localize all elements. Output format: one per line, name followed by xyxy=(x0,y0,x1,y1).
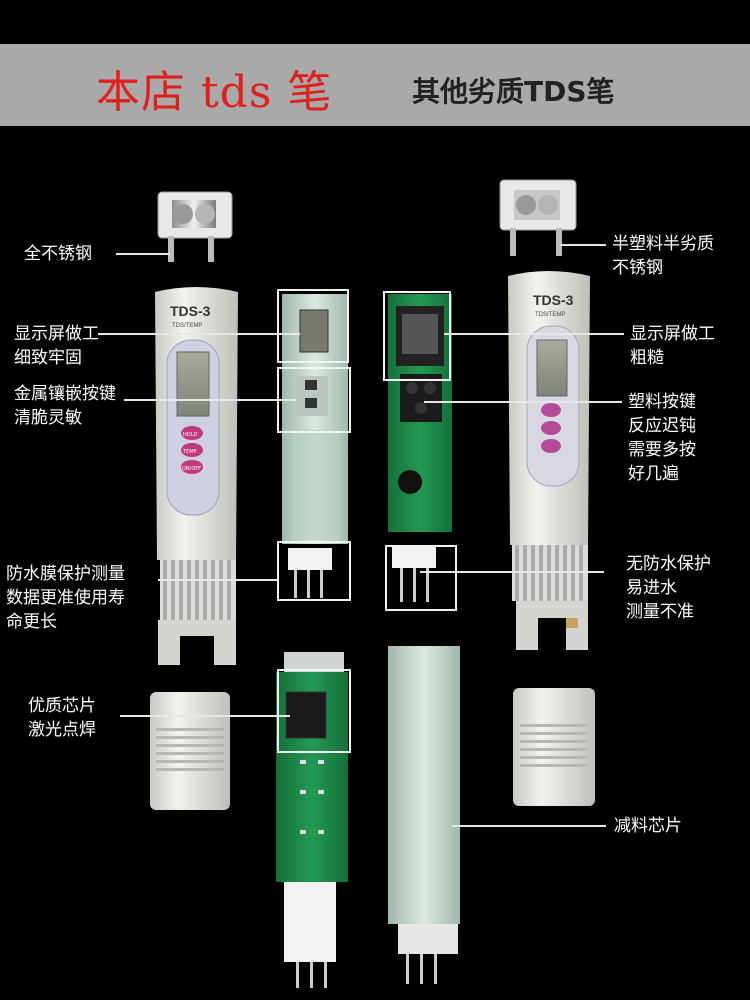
left-metal-clip xyxy=(157,191,233,262)
label-no-waterproof: 无防水保护 易进水 测量不准 xyxy=(626,554,711,622)
inferior-product-title: 其他劣质TDS笔 xyxy=(412,75,615,108)
left-pen-body: TDS-3 TDS/TEMP HOLD TEMP ON/OFF xyxy=(155,287,238,665)
svg-text:HOLD: HOLD xyxy=(183,432,197,438)
svg-text:ON/OFF: ON/OFF xyxy=(182,466,201,472)
right-reduced-chip-board xyxy=(388,646,460,984)
right-green-board xyxy=(388,294,452,602)
right-pen-body: TDS-3 TDS/TEMP xyxy=(508,271,590,650)
left-clear-board xyxy=(282,294,348,598)
left-protective-cap xyxy=(150,692,230,810)
right-lcd-screen xyxy=(536,339,568,397)
label-half-plastic: 半塑料半劣质 不锈钢 xyxy=(612,234,714,278)
label-quality-chip: 优质芯片 激光点焊 xyxy=(28,696,96,740)
leader-lines xyxy=(98,244,624,827)
label-waterproof-membrane: 防水膜保护测量 数据更准使用寿 命更长 xyxy=(6,564,125,632)
right-pen-sub: TDS/TEMP xyxy=(535,312,565,318)
svg-text:TEMP: TEMP xyxy=(182,449,197,455)
our-shop-title: 本店 tds 笔 xyxy=(96,67,333,118)
left-hold-button xyxy=(181,426,203,440)
label-plastic-keys: 塑料按键 反应迟钝 需要多按 好几遍 xyxy=(628,392,696,484)
left-pen-sub: TDS/TEMP xyxy=(172,323,202,329)
label-stainless-steel: 全不锈钢 xyxy=(24,244,92,264)
header-banner: 本店 tds 笔 其他劣质TDS笔 xyxy=(0,44,750,126)
label-metal-keys: 金属镶嵌按键 清脆灵敏 xyxy=(14,384,116,428)
label-display-rough: 显示屏做工 粗糙 xyxy=(630,324,715,368)
right-plastic-clip xyxy=(499,179,577,256)
label-reduced-chip: 减料芯片 xyxy=(614,816,682,836)
left-quality-chip-board xyxy=(276,652,348,988)
right-protective-cap xyxy=(513,688,595,806)
left-lcd-screen xyxy=(176,351,210,417)
left-onoff-button xyxy=(181,460,203,474)
right-pen-model: TDS-3 xyxy=(533,292,574,308)
left-pen-model: TDS-3 xyxy=(170,303,211,319)
highlight-boxes xyxy=(277,289,457,753)
label-display-fine: 显示屏做工 细致牢固 xyxy=(14,324,99,368)
left-temp-button xyxy=(181,443,203,457)
